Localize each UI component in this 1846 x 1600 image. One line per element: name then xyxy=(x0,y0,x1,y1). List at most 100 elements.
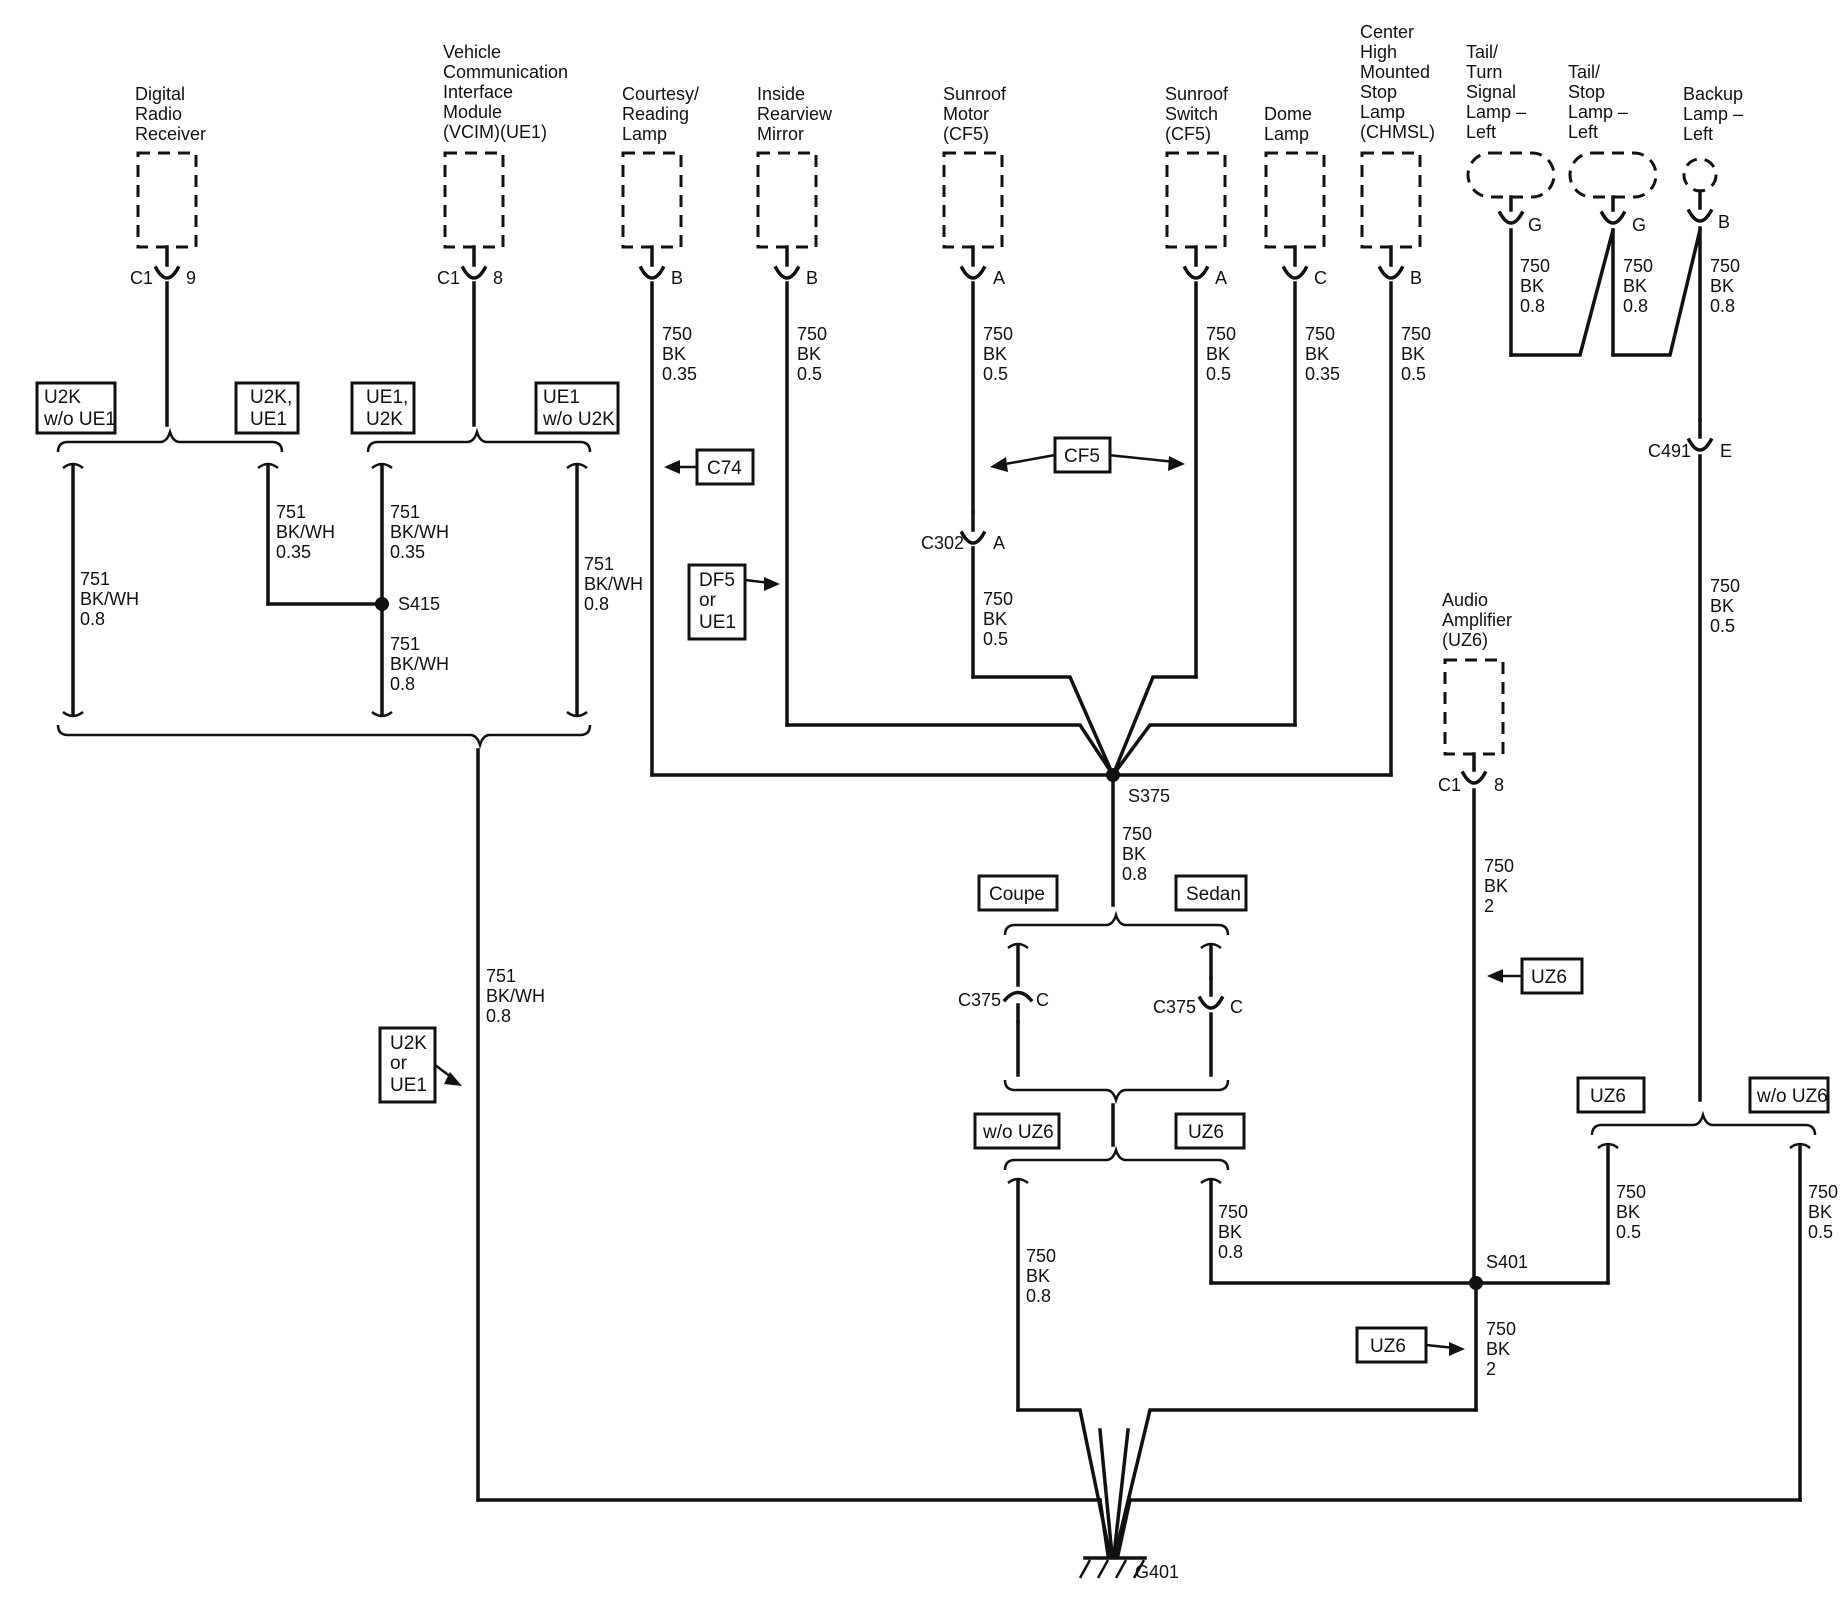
vcim-module: Vehicle Communication Interface Module (… xyxy=(443,42,568,249)
courtesy-reading-lamp: Courtesy/ Reading Lamp xyxy=(621,84,699,249)
svg-text:C: C xyxy=(1314,268,1327,288)
svg-text:UE1: UE1 xyxy=(250,409,287,430)
svg-text:750: 750 xyxy=(1026,1246,1056,1266)
svg-text:Rearview: Rearview xyxy=(757,104,833,124)
svg-text:0.8: 0.8 xyxy=(1122,864,1147,884)
dome-lamp: Dome Lamp xyxy=(1264,104,1326,249)
svg-text:750: 750 xyxy=(1710,256,1740,276)
svg-text:Interface: Interface xyxy=(443,82,513,102)
svg-text:U2K,: U2K, xyxy=(250,387,292,408)
inside-rearview-mirror: Inside Rearview Mirror xyxy=(756,84,833,249)
svg-text:Vehicle: Vehicle xyxy=(443,42,501,62)
svg-text:0.8: 0.8 xyxy=(390,674,415,694)
svg-text:A: A xyxy=(993,533,1005,553)
svg-text:0.5: 0.5 xyxy=(983,629,1008,649)
svg-text:Lamp: Lamp xyxy=(622,124,667,144)
svg-text:G401: G401 xyxy=(1135,1562,1179,1582)
svg-text:0.8: 0.8 xyxy=(1026,1286,1051,1306)
svg-text:E: E xyxy=(1720,441,1732,461)
svg-text:C491: C491 xyxy=(1648,441,1691,461)
svg-text:S401: S401 xyxy=(1486,1252,1528,1272)
svg-text:Tail/: Tail/ xyxy=(1466,42,1498,62)
svg-text:750: 750 xyxy=(1218,1202,1248,1222)
svg-text:BK/WH: BK/WH xyxy=(276,522,335,542)
svg-text:(VCIM)(UE1): (VCIM)(UE1) xyxy=(443,122,547,142)
svg-text:BK/WH: BK/WH xyxy=(486,986,545,1006)
svg-text:(UZ6): (UZ6) xyxy=(1442,630,1488,650)
svg-text:0.5: 0.5 xyxy=(1710,616,1735,636)
svg-text:Coupe: Coupe xyxy=(989,884,1045,905)
svg-text:BK: BK xyxy=(1218,1222,1242,1242)
svg-text:Left: Left xyxy=(1568,122,1598,142)
svg-text:S375: S375 xyxy=(1128,786,1170,806)
svg-text:U2K: U2K xyxy=(366,409,403,430)
svg-text:8: 8 xyxy=(493,268,503,288)
sunroof-switch: Sunroof Switch (CF5) xyxy=(1165,84,1229,249)
splice-labels: S415 S375 S401 G401 xyxy=(375,594,1528,1582)
svg-text:Lamp –: Lamp – xyxy=(1683,104,1743,124)
svg-text:Motor: Motor xyxy=(943,104,989,124)
svg-text:2: 2 xyxy=(1486,1359,1496,1379)
wire-network xyxy=(56,226,1817,1579)
svg-text:BK: BK xyxy=(1808,1202,1832,1222)
svg-text:750: 750 xyxy=(1520,256,1550,276)
svg-text:(CHMSL): (CHMSL) xyxy=(1360,122,1435,142)
svg-text:Signal: Signal xyxy=(1466,82,1516,102)
svg-text:Turn: Turn xyxy=(1466,62,1502,82)
svg-text:w/o UE1: w/o UE1 xyxy=(43,409,116,430)
svg-text:0.5: 0.5 xyxy=(1808,1222,1833,1242)
svg-text:BK: BK xyxy=(983,344,1007,364)
svg-text:0.35: 0.35 xyxy=(276,542,311,562)
svg-text:0.8: 0.8 xyxy=(584,594,609,614)
svg-text:751: 751 xyxy=(584,554,614,574)
svg-text:Amplifier: Amplifier xyxy=(1442,610,1512,630)
svg-text:BK: BK xyxy=(983,609,1007,629)
svg-text:BK/WH: BK/WH xyxy=(584,574,643,594)
svg-text:BK: BK xyxy=(1401,344,1425,364)
svg-text:B: B xyxy=(1718,212,1730,232)
svg-text:Receiver: Receiver xyxy=(135,124,206,144)
svg-text:750: 750 xyxy=(983,324,1013,344)
svg-text:B: B xyxy=(1410,268,1422,288)
svg-text:Tail/: Tail/ xyxy=(1568,62,1600,82)
svg-text:750: 750 xyxy=(1808,1182,1838,1202)
svg-text:9: 9 xyxy=(186,268,196,288)
svg-text:8: 8 xyxy=(1494,775,1504,795)
svg-text:BK: BK xyxy=(1623,276,1647,296)
svg-text:0.5: 0.5 xyxy=(797,364,822,384)
svg-text:UE1,: UE1, xyxy=(366,387,408,408)
svg-text:UZ6: UZ6 xyxy=(1531,967,1567,988)
svg-text:Mounted: Mounted xyxy=(1360,62,1430,82)
svg-text:BK/WH: BK/WH xyxy=(80,589,139,609)
svg-text:Mirror: Mirror xyxy=(757,124,804,144)
svg-text:0.35: 0.35 xyxy=(390,542,425,562)
svg-text:C1: C1 xyxy=(130,268,153,288)
svg-text:751: 751 xyxy=(276,502,306,522)
svg-text:Backup: Backup xyxy=(1683,84,1743,104)
svg-text:A: A xyxy=(1215,268,1227,288)
svg-text:750: 750 xyxy=(1206,324,1236,344)
svg-text:(CF5): (CF5) xyxy=(1165,124,1211,144)
svg-text:750: 750 xyxy=(983,589,1013,609)
svg-text:w/o UZ6: w/o UZ6 xyxy=(1756,1086,1828,1107)
svg-text:Sunroof: Sunroof xyxy=(943,84,1007,104)
svg-text:Reading: Reading xyxy=(622,104,689,124)
chmsl-lamp: Center High Mounted Stop Lamp (CHMSL) xyxy=(1360,22,1435,249)
svg-text:750: 750 xyxy=(1486,1319,1516,1339)
svg-text:BK/WH: BK/WH xyxy=(390,654,449,674)
svg-text:0.8: 0.8 xyxy=(1520,296,1545,316)
tail-turn-signal-lamp-left: Tail/ Turn Signal Lamp – Left xyxy=(1466,42,1556,199)
svg-text:BK: BK xyxy=(1710,596,1734,616)
arrows xyxy=(434,453,1522,1356)
svg-text:0.35: 0.35 xyxy=(1305,364,1340,384)
svg-text:751: 751 xyxy=(486,966,516,986)
svg-text:(CF5): (CF5) xyxy=(943,124,989,144)
svg-text:751: 751 xyxy=(390,634,420,654)
svg-text:BK: BK xyxy=(1616,1202,1640,1222)
svg-text:BK: BK xyxy=(1486,1339,1510,1359)
svg-text:or: or xyxy=(699,590,717,611)
svg-text:C375: C375 xyxy=(958,990,1001,1010)
svg-text:2: 2 xyxy=(1484,896,1494,916)
svg-text:Module: Module xyxy=(443,102,502,122)
